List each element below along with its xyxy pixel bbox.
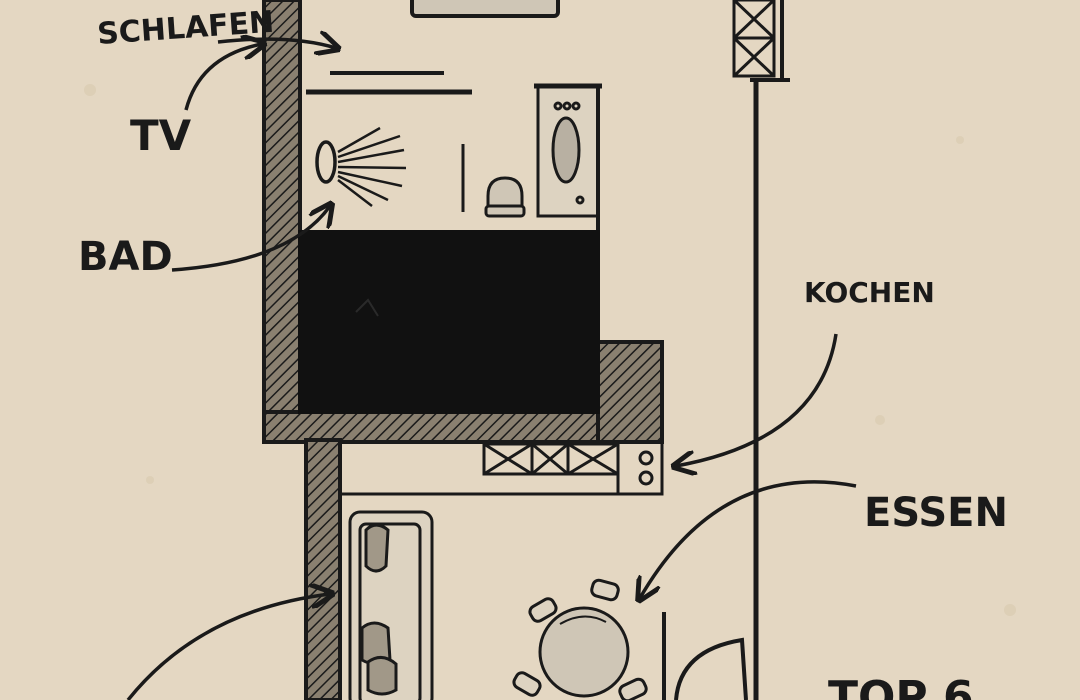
arrow-tv (184, 44, 262, 111)
sink-icon (534, 83, 602, 232)
top-right-cabinet (732, 0, 776, 78)
paper-texture (84, 84, 1016, 616)
wall-right-stub (596, 340, 664, 444)
arrow-bad (171, 206, 330, 272)
entry-door (662, 612, 748, 700)
arrow-kochen (676, 333, 838, 466)
label-kochen: KOCHEN (804, 276, 935, 309)
wall-left-lower (304, 438, 342, 700)
label-top: TOP 6 (828, 672, 974, 700)
kitchen-counter (338, 440, 664, 496)
arrow-sofa (126, 594, 330, 700)
sofa-icon (348, 510, 434, 700)
label-essen: ESSEN (864, 490, 1008, 536)
label-schlafen: SCHLAFEN (96, 5, 275, 52)
shower-icon (315, 126, 407, 207)
label-bad: BAD (78, 234, 173, 280)
arrow-essen (640, 480, 857, 598)
wall-left-upper (262, 0, 302, 432)
annotation-arrows (126, 39, 857, 700)
label-tv: TV (130, 111, 192, 160)
toilet-icon (484, 176, 526, 218)
dining-table-icon (512, 578, 648, 700)
bed-top (410, 0, 560, 18)
arrow-schlafen (217, 39, 336, 48)
solid-block (298, 230, 600, 414)
